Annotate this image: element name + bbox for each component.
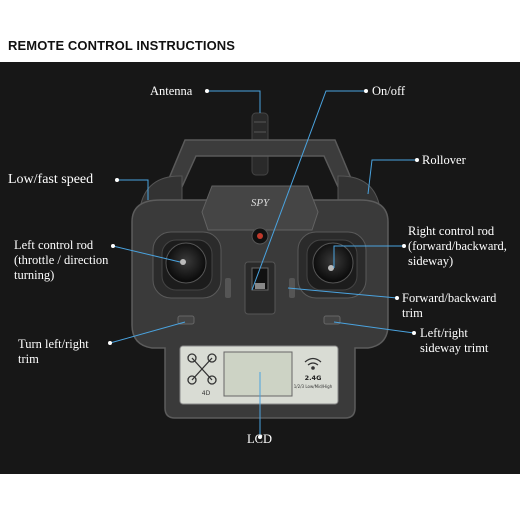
lcd-screen bbox=[223, 351, 293, 397]
label-lcd: LCD bbox=[247, 432, 272, 446]
label-rollover: Rollover bbox=[422, 153, 466, 167]
lcd-mode-text: 1/2/3 Low/Mid/High bbox=[294, 384, 333, 389]
brand-logo: SPY bbox=[251, 197, 271, 209]
power-led bbox=[257, 233, 263, 239]
center-top-piece bbox=[201, 185, 319, 231]
left-control-stick[interactable] bbox=[152, 231, 222, 299]
label-low-fast-speed: Low/fast speed bbox=[8, 172, 94, 187]
page-title: REMOTE CONTROL INSTRUCTIONS bbox=[8, 38, 236, 53]
turn-trim-button[interactable] bbox=[177, 315, 195, 325]
wifi-icon bbox=[304, 357, 322, 370]
lcd-panel: 4D 2.4G 1/2/3 Low/Mid/High bbox=[179, 345, 339, 405]
label-left-right-sideway-trim: Left/right sideway trimt bbox=[420, 326, 489, 355]
label-right-control-rod: Right control rod (forward/backward, sid… bbox=[408, 224, 507, 268]
power-switch[interactable] bbox=[244, 261, 276, 315]
callout-dots bbox=[108, 89, 419, 439]
left-side-trim[interactable] bbox=[225, 278, 231, 298]
label-on-off: On/off bbox=[372, 84, 406, 98]
label-turn-left-right-trim: Turn left/right trim bbox=[18, 337, 89, 366]
label-forward-backward-trim: Forward/backward trim bbox=[402, 291, 497, 320]
label-antenna: Antenna bbox=[150, 84, 193, 98]
lcd-counter: 4D bbox=[202, 390, 211, 397]
lcd-signal: 2.4G bbox=[305, 374, 322, 382]
label-left-control-rod: Left control rod (throttle / direction t… bbox=[14, 238, 109, 282]
drone-icon bbox=[187, 353, 217, 385]
right-control-stick[interactable] bbox=[297, 231, 367, 299]
callout-lines bbox=[109, 90, 417, 437]
